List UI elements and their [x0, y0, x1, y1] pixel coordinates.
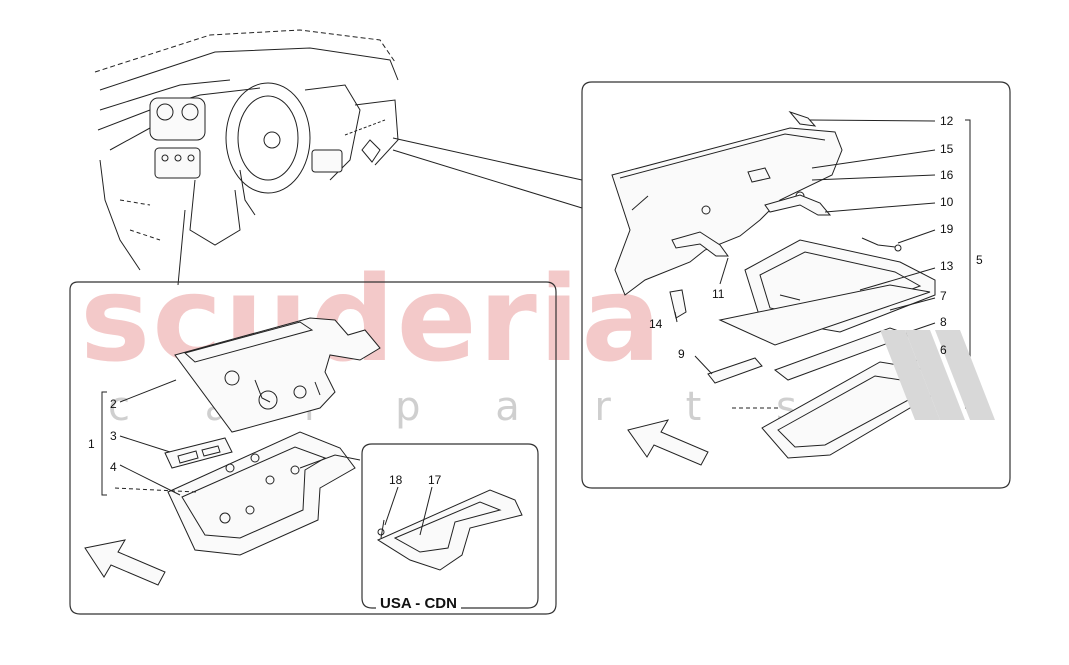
callout-17: 17	[428, 473, 442, 487]
left-detail-frame	[69, 281, 557, 615]
watermark-brand: scuderia	[80, 250, 663, 388]
callout-8: 8	[940, 315, 947, 329]
callout-15: 15	[940, 142, 954, 156]
right-assembly	[611, 110, 995, 466]
callout-4: 4	[110, 460, 117, 474]
usa-cdn-assembly	[376, 486, 523, 571]
callout-10: 10	[940, 195, 954, 209]
callout-9: 9	[678, 347, 685, 361]
callout-2: 2	[110, 397, 117, 411]
callout-18: 18	[389, 473, 403, 487]
direction-arrow-icon	[84, 539, 166, 586]
callout-16: 16	[940, 168, 954, 182]
scuderia-chevrons-icon	[880, 330, 995, 420]
callout-5: 5	[976, 253, 983, 267]
callout-19: 19	[940, 222, 954, 236]
dashboard-overview	[94, 29, 583, 286]
callout-12: 12	[940, 114, 954, 128]
callout-1: 1	[88, 437, 95, 451]
callout-3: 3	[110, 429, 117, 443]
callout-13: 13	[940, 259, 954, 273]
left-assembly	[84, 317, 381, 586]
callout-11: 11	[712, 287, 725, 301]
usa-cdn-frame	[361, 443, 539, 609]
direction-arrow-icon	[627, 419, 709, 466]
right-detail-frame	[581, 81, 1011, 489]
callout-14: 14	[649, 317, 663, 331]
usa-cdn-label: USA - CDN	[376, 595, 461, 612]
callout-7: 7	[940, 289, 947, 303]
callout-6: 6	[940, 343, 947, 357]
